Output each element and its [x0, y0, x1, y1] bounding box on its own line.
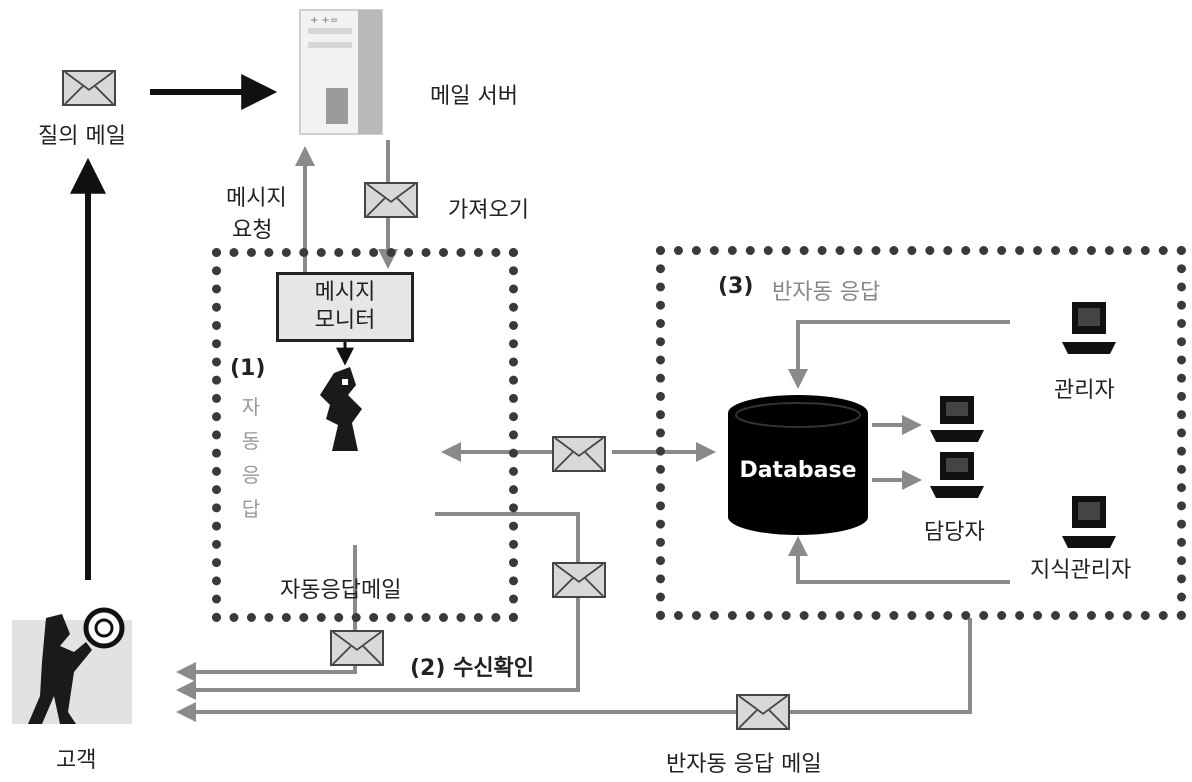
knowledge-manager-computer-icon [1062, 494, 1116, 550]
inquiry-mail-label: 질의 메일 [38, 118, 126, 150]
db-exchange-envelope-icon [552, 436, 606, 472]
section-3-title: 반자동 응답 [772, 274, 880, 306]
fetch-label: 가져오기 [448, 192, 529, 224]
message-request-label-1: 메시지 [226, 180, 287, 212]
section-1-char: 응 [236, 458, 266, 492]
agent-computer-icon-2 [930, 450, 984, 500]
receipt-envelope-icon [552, 562, 606, 598]
manager-label: 관리자 [1054, 372, 1115, 404]
auto-responder-robot-icon [312, 365, 376, 455]
monitor-label-1: 메시지 [315, 279, 376, 307]
section-1-number: (1) [230, 356, 265, 381]
message-request-label-2: 요청 [232, 212, 272, 244]
inquiry-envelope-icon [62, 70, 116, 106]
customer-icon [12, 600, 132, 726]
knowledge-manager-label: 지식관리자 [1030, 552, 1131, 584]
semi-auto-envelope-icon [736, 694, 790, 730]
section-1-char: 자 [236, 390, 266, 424]
agent-computer-icon-1 [930, 394, 984, 444]
mail-server-icon: + += [296, 8, 386, 138]
auto-reply-mail-label: 자동응답메일 [280, 572, 401, 604]
monitor-label-2: 모니터 [315, 307, 376, 335]
section-1-char: 동 [236, 424, 266, 458]
message-monitor-box: 메시지 모니터 [276, 272, 414, 342]
fetch-envelope-icon [364, 182, 418, 218]
auto-reply-envelope-icon [330, 630, 384, 666]
database-label: Database [728, 458, 868, 483]
semi-auto-reply-mail-label: 반자동 응답 메일 [666, 746, 822, 778]
section-2-label: (2) 수신확인 [410, 650, 534, 682]
section-3-number: (3) [718, 274, 753, 299]
line-semi-auto-reply [180, 618, 970, 712]
section-1-char: 답 [236, 492, 266, 526]
svg-text:+ +=: + += [310, 15, 338, 26]
customer-label: 고객 [56, 742, 96, 774]
agent-label: 담당자 [924, 514, 985, 546]
mail-server-label: 메일 서버 [430, 78, 518, 110]
manager-computer-icon [1062, 300, 1116, 356]
section-1-title: 자 동 응 답 [236, 390, 266, 526]
